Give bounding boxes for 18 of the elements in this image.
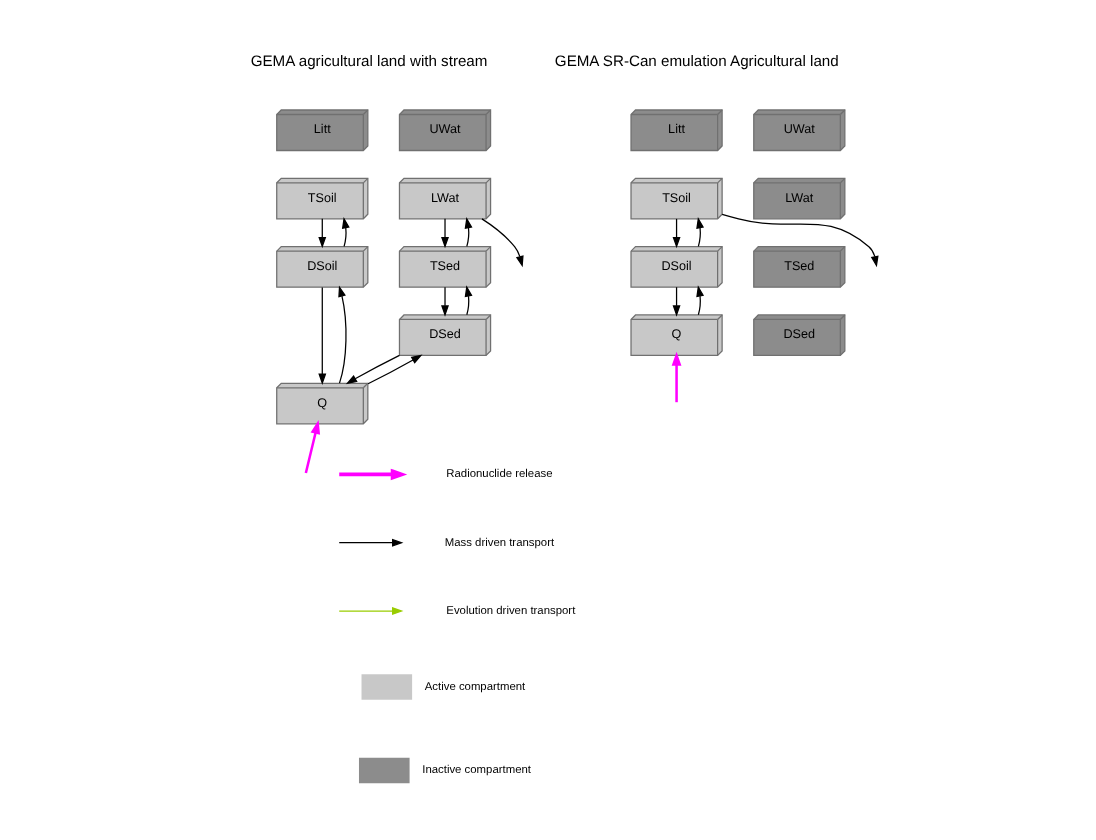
arrow [440, 218, 448, 249]
arrow [463, 285, 472, 316]
arrow [303, 420, 320, 474]
arrow [720, 213, 878, 268]
arrow [480, 218, 523, 268]
arrow [695, 285, 704, 316]
arrow [366, 354, 422, 385]
arrow [671, 218, 680, 249]
arrow [671, 286, 680, 317]
arrow [440, 286, 448, 317]
arrow [340, 217, 349, 248]
arrow [344, 354, 400, 385]
arrow [463, 217, 472, 248]
arrow [337, 285, 346, 384]
arrow [695, 217, 704, 248]
arrow [317, 286, 326, 386]
arrow [317, 218, 326, 249]
arrow [670, 351, 681, 403]
